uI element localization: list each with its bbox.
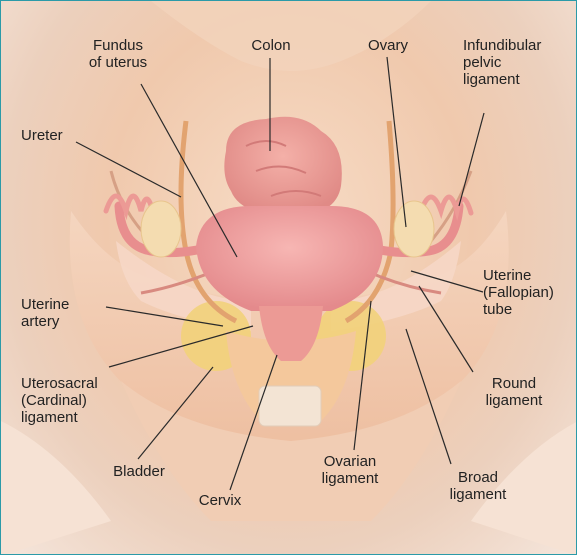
ovary-left — [141, 201, 181, 257]
label-round-ligament: Round ligament — [469, 375, 559, 409]
label-broad-ligament: Broad ligament — [433, 469, 523, 503]
label-fundus-of-uterus: Fundus of uterus — [81, 37, 155, 71]
uterus-body — [196, 206, 383, 311]
label-cervix: Cervix — [185, 492, 255, 509]
label-uterine-fallopian-tube: Uterine (Fallopian) tube — [483, 267, 573, 318]
ovary-right — [394, 201, 434, 257]
thigh-left — [1, 421, 111, 555]
label-uterosacral-ligament: Uterosacral (Cardinal) ligament — [21, 375, 131, 426]
label-ovary: Ovary — [363, 37, 413, 54]
label-bladder: Bladder — [99, 463, 179, 480]
pubic-symphysis — [259, 386, 321, 426]
label-ovarian-ligament: Ovarian ligament — [305, 453, 395, 487]
label-infundibular-pelvic-ligament: Infundibular pelvic ligament — [463, 37, 573, 88]
upper-body-contour — [151, 1, 431, 71]
label-ureter: Ureter — [21, 127, 81, 144]
label-colon: Colon — [241, 37, 301, 54]
label-uterine-artery: Uterine artery — [21, 296, 101, 330]
